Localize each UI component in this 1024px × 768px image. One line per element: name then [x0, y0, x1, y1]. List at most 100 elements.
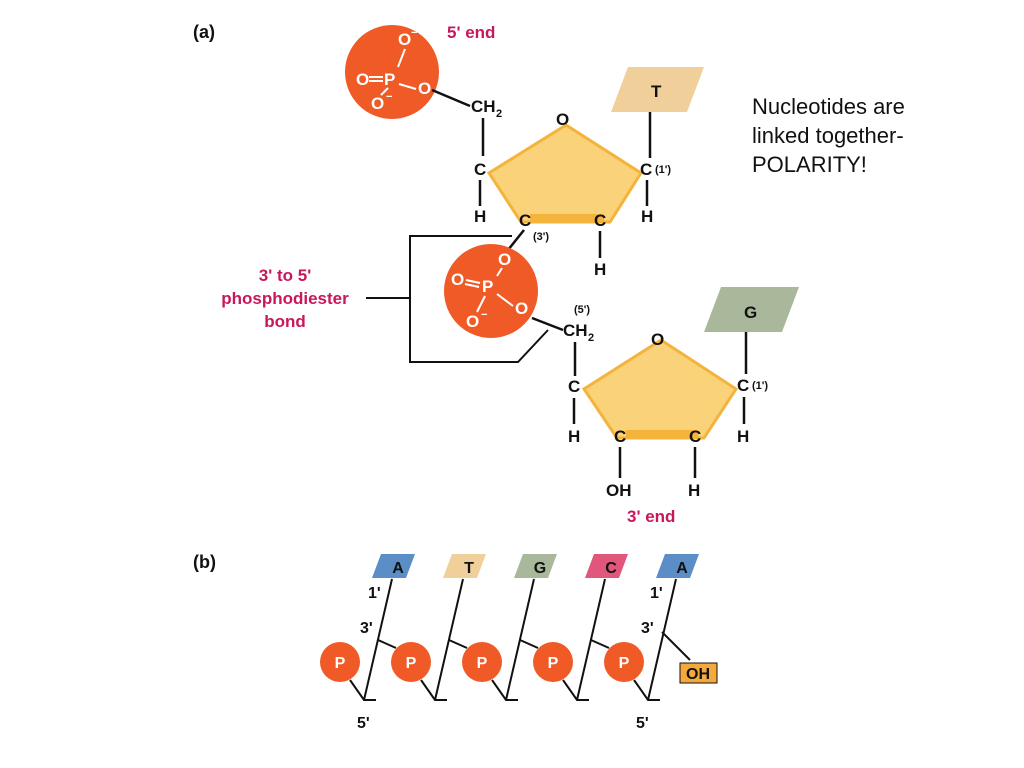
strand-label-3prime-first: 3' — [360, 620, 373, 637]
bottom-c1-hydrogen: H — [737, 427, 749, 446]
bottom-c3-hydroxyl: OH — [606, 481, 632, 500]
bottom-c5-position: (5') — [574, 304, 590, 316]
strand-base-0 — [372, 554, 415, 578]
panel-b-label: (b) — [193, 552, 216, 572]
strand-phosphate-label-2: P — [477, 655, 488, 672]
bottom-c4-hydrogen: H — [568, 427, 580, 446]
strand-oh-label: OH — [686, 666, 710, 683]
top-c2-carbon: C — [594, 211, 606, 230]
strand-phosphate-4 — [604, 642, 644, 682]
top-phosphate-o-top-charge: − — [411, 27, 417, 39]
strand-three-link-0 — [377, 639, 397, 649]
strand-base-label-1: T — [464, 560, 474, 577]
note-line-1: Nucleotides are — [752, 94, 905, 119]
top-c1-carbon: C — [640, 160, 652, 179]
top-phosphate-circle — [345, 25, 439, 119]
strand-five-link-2 — [491, 679, 518, 701]
note-line-2: linked together- — [752, 123, 904, 148]
bottom-base-g — [704, 287, 799, 332]
top-c4-carbon: C — [474, 160, 486, 179]
strand-sugar-3 — [576, 578, 606, 701]
strand-base-label-3: C — [605, 560, 617, 577]
middle-phosphate-o-bottom-charge: − — [481, 309, 487, 321]
top-ring-oxygen: O — [556, 110, 569, 129]
three-prime-end-label: 3' end — [627, 507, 675, 526]
strand-base-label-4: A — [676, 560, 688, 577]
strand-three-link-3 — [590, 639, 610, 649]
top-c2-hydrogen: H — [594, 260, 606, 279]
strand-five-link-4 — [633, 679, 660, 701]
strand-schematic: A T G C A P P P P P OH 1' 3' 5' 1' 3' 5' — [320, 554, 718, 732]
top-c3-position: (3') — [533, 231, 549, 243]
bottom-c4-carbon: C — [568, 377, 580, 396]
middle-phosphate-circle — [444, 244, 538, 338]
top-base-t-label: T — [651, 82, 662, 101]
strand-base-label-2: G — [534, 560, 546, 577]
top-c1-hydrogen: H — [641, 207, 653, 226]
strand-base-4 — [656, 554, 699, 578]
bottom-c1-position: (1') — [752, 380, 768, 392]
middle-phosphate-group: O O P O O − — [444, 244, 538, 338]
strand-oh-box — [679, 662, 718, 684]
middle-phosphate-o-left: O — [451, 270, 464, 289]
strand-phosphate-0 — [320, 642, 360, 682]
strand-base-label-0: A — [392, 560, 404, 577]
phosphodiester-label-line2: phosphodiester — [221, 289, 349, 308]
strand-phosphate-2 — [462, 642, 502, 682]
phosphodiester-bracket — [409, 235, 549, 363]
bottom-base-g-label: G — [744, 303, 757, 322]
bottom-c2-hydrogen: H — [688, 481, 700, 500]
strand-sugar-1 — [434, 578, 464, 701]
polarity-note: Nucleotides are linked together- POLARIT… — [752, 92, 992, 179]
strand-label-3prime-last: 3' — [641, 620, 654, 637]
strand-five-link-1 — [420, 679, 447, 701]
middle-phosphate-o-right: O — [515, 299, 528, 318]
strand-base-2 — [514, 554, 557, 578]
top-c3-carbon: C — [519, 211, 531, 230]
bottom-ch2-subscript: 2 — [588, 332, 594, 344]
strand-five-link-0 — [349, 679, 376, 701]
phosphodiester-label-line3: bond — [264, 312, 306, 331]
strand-phosphate-label-3: P — [548, 655, 559, 672]
strand-label-1prime-first: 1' — [368, 585, 381, 602]
bottom-sugar-ring — [581, 338, 739, 440]
strand-phosphate-label-0: P — [335, 655, 346, 672]
top-ch2-subscript: 2 — [496, 108, 502, 120]
bottom-c3-carbon: C — [614, 427, 626, 446]
strand-phosphate-3 — [533, 642, 573, 682]
middle-phosphate-o-bottom: O — [466, 312, 479, 331]
top-phosphate-p: P — [384, 70, 395, 89]
top-c1-position: (1') — [655, 164, 671, 176]
strand-base-3 — [585, 554, 628, 578]
strand-sugar-2 — [505, 578, 535, 701]
top-phosphate-group: O − O P O O − — [345, 25, 439, 119]
top-phosphate-o-top: O — [398, 30, 411, 49]
bottom-ch2-carbon: CH — [563, 321, 588, 340]
top-phosphate-o-left: O — [356, 70, 369, 89]
strand-sugar-4 — [647, 578, 677, 701]
phosphodiester-label-line1: 3' to 5' — [259, 266, 312, 285]
strand-phosphate-1 — [391, 642, 431, 682]
panel-a-label: (a) — [193, 22, 215, 42]
top-c4-hydrogen: H — [474, 207, 486, 226]
strand-label-5prime-last: 5' — [636, 715, 649, 732]
strand-three-link-2 — [519, 639, 539, 649]
bottom-c1-carbon: C — [737, 376, 749, 395]
bottom-c2-carbon: C — [689, 427, 701, 446]
strand-base-1 — [443, 554, 486, 578]
bottom-ring-oxygen: O — [651, 330, 664, 349]
top-phosphate-o-bottom: O — [371, 94, 384, 113]
top-phosphate-o-bottom-charge: − — [386, 91, 392, 103]
strand-phosphate-label-1: P — [406, 655, 417, 672]
strand-phosphate-label-4: P — [619, 655, 630, 672]
middle-phosphate-o-top: O — [498, 250, 511, 269]
strand-five-link-3 — [562, 679, 589, 701]
strand-label-1prime-last: 1' — [650, 585, 663, 602]
five-prime-end-label: 5' end — [447, 23, 495, 42]
top-ch2-carbon: CH — [471, 97, 496, 116]
top-phosphate-o-right: O — [418, 79, 431, 98]
strand-sugar-0 — [363, 578, 393, 701]
strand-label-5prime-first: 5' — [357, 715, 370, 732]
top-base-t — [611, 67, 704, 112]
